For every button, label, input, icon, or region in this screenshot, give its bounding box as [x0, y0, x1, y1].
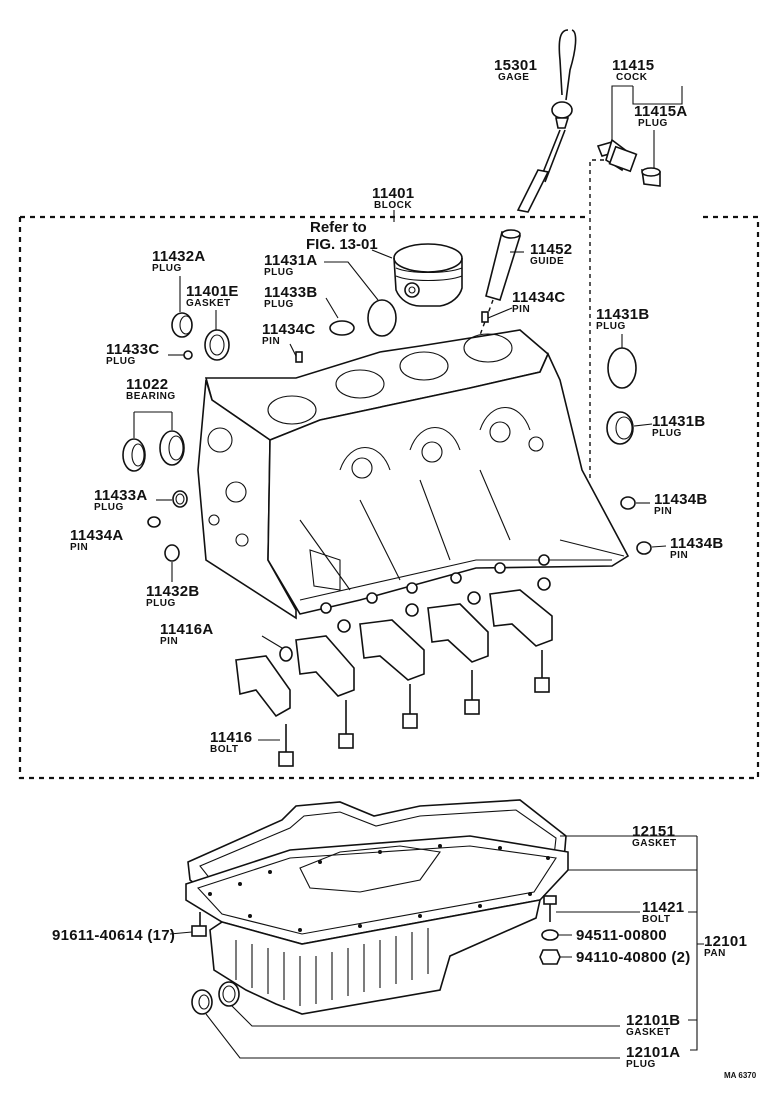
- pin-11434C-mid-drawing: [295, 351, 303, 363]
- 91611-leader: [169, 931, 193, 935]
- cap-bolts-drawing: [278, 650, 550, 767]
- part-11432B: 11432B PLUG: [146, 583, 200, 609]
- part-11433A: 11433A PLUG: [94, 487, 148, 513]
- part-11434C-top: 11434C PIN: [512, 289, 566, 315]
- part-11433B: 11433B PLUG: [264, 284, 318, 310]
- plug-11415A-drawing: [641, 167, 661, 187]
- part-11416A: 11416A PIN: [160, 621, 214, 647]
- drain-plug-12101A-drawing: [191, 989, 213, 1015]
- part-11416: 11416 BOLT: [210, 729, 253, 755]
- 11434B-2-leader: [651, 545, 667, 548]
- cock-leader: [611, 85, 683, 140]
- oil-pan-drawing: [185, 799, 569, 1015]
- part-11434C-mid: 11434C PIN: [262, 321, 316, 347]
- pin-11434B-2-drawing: [636, 541, 652, 555]
- plug-11433A-drawing: [172, 490, 188, 508]
- oil-gage-drawing: [516, 29, 577, 213]
- washer-94511-drawing: [541, 929, 559, 941]
- pin-11434C-top-drawing: [481, 311, 489, 323]
- plug-11431B-mid-drawing: [606, 411, 634, 445]
- part-94110: 94110-40800 (2): [576, 949, 691, 966]
- knock-pin-3: [405, 603, 419, 617]
- part-91611: 91611-40614 (17): [52, 927, 176, 944]
- plug-11432A-drawing: [171, 312, 193, 338]
- part-12101: 12101 PAN: [704, 933, 748, 959]
- 11434C-mid-leader: [289, 343, 297, 357]
- part-12101B: 12101B GASKET: [626, 1012, 681, 1038]
- 11416A-leader: [261, 635, 283, 649]
- 11431B-mid-leader: [633, 423, 653, 427]
- gasket-11401E-drawing: [204, 329, 230, 361]
- bearing-11022-drawing: [122, 430, 185, 472]
- plug-11433B-drawing: [329, 320, 355, 336]
- part-11401: 11401 BLOCK: [372, 185, 415, 211]
- bearing-caps-drawing: [235, 589, 553, 718]
- pin-11434B-1-drawing: [620, 496, 636, 510]
- part-12101A: 12101A PLUG: [626, 1044, 681, 1070]
- plug-11432B-drawing: [164, 544, 180, 562]
- stud-91611-drawing: [191, 912, 207, 937]
- block-group-boundary: [18, 215, 760, 780]
- part-15301: 15301 GAGE: [494, 57, 538, 83]
- knock-pin-4: [467, 591, 481, 605]
- part-11401E: 11401E GASKET: [186, 283, 239, 309]
- 12101B-leader: [231, 1005, 620, 1027]
- plug-11433C-drawing: [183, 350, 193, 360]
- part-11415A: 11415A PLUG: [634, 103, 688, 129]
- figure-code: MA 6370: [724, 1071, 757, 1080]
- bolt-washer-nut-leaders: [556, 911, 640, 958]
- part-11415: 11415 COCK: [612, 57, 655, 83]
- part-11421: 11421 BOLT: [642, 899, 685, 925]
- 12101A-leader: [205, 1013, 620, 1059]
- knock-pin-5: [537, 577, 551, 591]
- part-11431B-mid: 11431B PLUG: [652, 413, 706, 439]
- 11022-leader: [133, 411, 173, 438]
- guide-drawing: [485, 229, 522, 301]
- nut-94110-drawing: [539, 949, 561, 965]
- part-94511: 94511-00800: [576, 927, 667, 944]
- cock-dashed-leader: [589, 159, 612, 480]
- knock-pin-2: [337, 619, 351, 633]
- 11433B-leader: [325, 297, 339, 319]
- part-11431A: 11431A PLUG: [264, 252, 318, 278]
- part-11431B-top: 11431B PLUG: [596, 306, 650, 332]
- bolt-11421-drawing: [543, 895, 557, 922]
- part-11022: 11022 BEARING: [126, 376, 176, 402]
- plug-11431B-top-drawing: [607, 347, 637, 389]
- pin-11434A-drawing: [147, 516, 161, 528]
- part-11434A: 11434A PIN: [70, 527, 124, 553]
- part-11452: 11452 GUIDE: [530, 241, 573, 267]
- part-11434B-2: 11434B PIN: [670, 535, 724, 561]
- cock-drawing: [596, 138, 638, 173]
- pan-group-leaders: [560, 835, 704, 1051]
- piston-leader: [371, 249, 393, 259]
- part-11432A: 11432A PLUG: [152, 248, 206, 274]
- cylinder-block-drawing: [197, 329, 630, 620]
- piston-drawing: [393, 243, 463, 307]
- part-11434B-1: 11434B PIN: [654, 491, 708, 517]
- refer-to-figure: Refer to FIG. 13-01: [306, 219, 378, 253]
- part-11433C: 11433C PLUG: [106, 341, 160, 367]
- 11431A-leader: [324, 261, 379, 301]
- part-12151: 12151 GASKET: [632, 823, 677, 849]
- pin-11416A-drawing: [279, 646, 293, 662]
- 11434C-top-leader: [487, 307, 513, 319]
- plug-11431A-drawing: [367, 299, 397, 337]
- drain-gasket-12101B-drawing: [218, 981, 240, 1007]
